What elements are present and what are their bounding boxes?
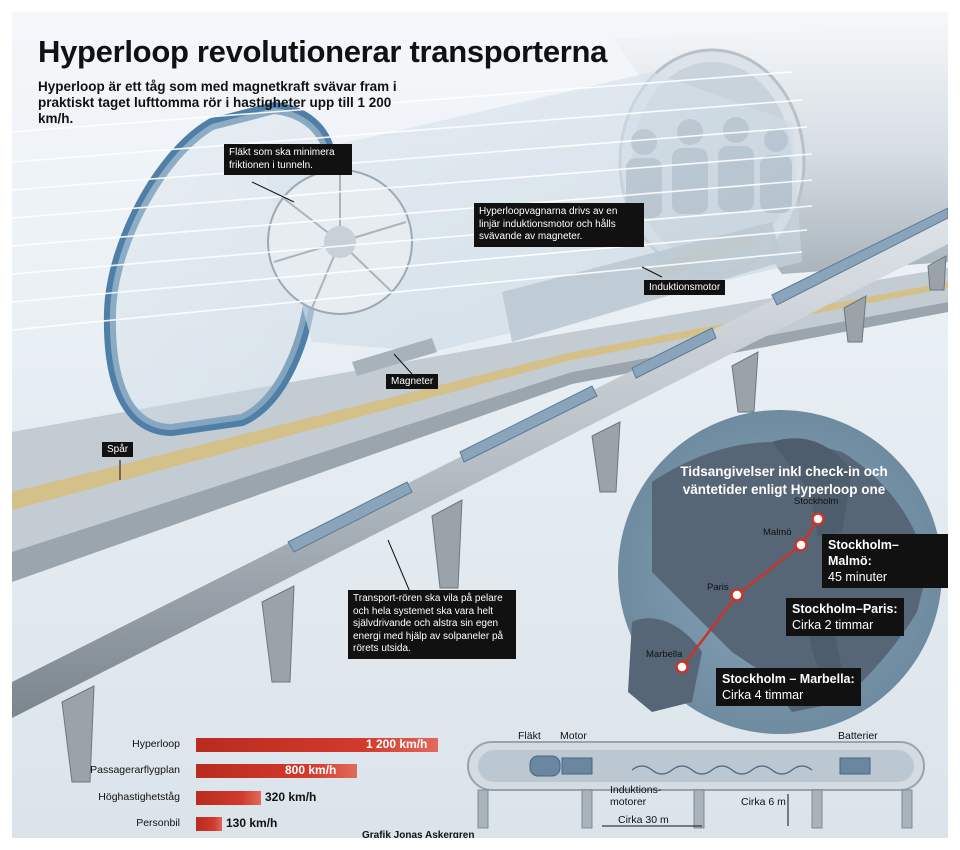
speed-value-car: 130 km/h xyxy=(226,816,278,830)
diagram-height-label: Cirka 6 m xyxy=(741,796,786,808)
pod-side-panel xyxy=(502,222,782,342)
map-heading: Tidsangivelser inkl check-in och vänteti… xyxy=(680,464,888,497)
pods-callout: Hyperloopvagnarna drivs av en linjär ind… xyxy=(474,203,644,247)
speed-value-hyperloop: 1 200 km/h xyxy=(366,737,428,751)
route-stockholm-marbella: Stockholm – Marbella: Cirka 4 timmar xyxy=(716,668,861,706)
infographic: Hyperloop revolutionerar transporterna H… xyxy=(12,12,948,838)
city-malmo: Malmö xyxy=(763,527,792,538)
magnets-block xyxy=(352,338,437,376)
tube-wireframe xyxy=(12,71,813,331)
speed-label-hyperloop: Hyperloop xyxy=(132,738,180,750)
side-view-diagram xyxy=(467,741,925,829)
city-marbella: Marbella xyxy=(646,649,683,660)
speed-bar-plane xyxy=(196,764,357,778)
speed-bar-train xyxy=(196,791,261,805)
pillars-callout: Transport-rören ska vila på pelare och h… xyxy=(348,590,516,659)
track-label: Spår xyxy=(102,442,134,457)
diagram-length-label: Cirka 30 m xyxy=(618,814,669,826)
city-paris: Paris xyxy=(707,582,729,593)
city-markers xyxy=(675,512,825,674)
intro-text: Hyperloop är ett tåg som med magnetkraft… xyxy=(38,79,397,126)
speed-bar-car xyxy=(196,817,222,831)
magnets-label: Magneter xyxy=(386,374,439,389)
diagram-induction-motors-label: Induktions- motorer xyxy=(610,784,662,808)
solar-panels xyxy=(287,207,948,553)
route-stockholm-paris: Stockholm–Paris: Cirka 2 timmar xyxy=(786,598,904,636)
diagram-fan-label: Fläkt xyxy=(518,730,541,742)
route-stockholm-malmo: Stockholm–Malmö: 45 minuter xyxy=(822,534,948,588)
credit: Grafik Jonas Askergren xyxy=(362,830,475,838)
support-pillars xyxy=(61,255,947,783)
diagram-motor-label: Motor xyxy=(560,730,587,742)
speed-bar-hyperloop xyxy=(196,738,438,752)
diagram-batteries-label: Batterier xyxy=(838,730,878,742)
route-line xyxy=(681,518,820,668)
speed-label-train: Höghastighetståg xyxy=(98,791,180,803)
speed-value-plane: 800 km/h xyxy=(285,763,337,777)
callout-leaders xyxy=(119,181,663,593)
speed-label-car: Personbil xyxy=(136,817,180,829)
hyperloop-illustration xyxy=(12,26,948,829)
speed-label-plane: Passagerarflygplan xyxy=(90,764,180,776)
induction-motor-label: Induktionsmotor xyxy=(644,280,726,295)
fan-callout: Fläkt som ska minimera friktionen i tunn… xyxy=(224,144,352,175)
page-title: Hyperloop revolutionerar transporterna xyxy=(38,34,608,69)
city-stockholm: Stockholm xyxy=(794,496,839,507)
speed-value-train: 320 km/h xyxy=(265,790,317,804)
